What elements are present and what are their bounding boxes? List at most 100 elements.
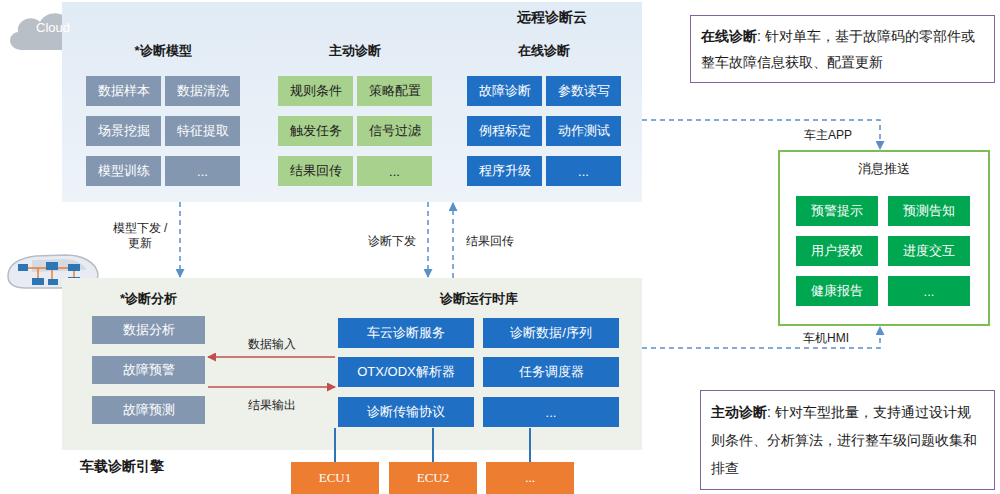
edge-label: 诊断下发	[362, 233, 422, 250]
module-group: *诊断分析数据分析故障预警故障预测	[92, 288, 205, 428]
edge-label-text: 车主APP	[804, 128, 852, 142]
box-label: ...	[389, 164, 400, 179]
module-group: 在线诊断故障诊断 参数读写例程标定 动作测试程序升级...	[467, 40, 621, 188]
ecu-box: ...	[486, 462, 574, 494]
engine-panel: 车载诊断引擎*诊断分析数据分析故障预警故障预测诊断运行时库车云诊断服务诊断数据/…	[62, 278, 642, 450]
function-box: 数据样本	[86, 76, 161, 106]
connector	[529, 428, 531, 462]
edge-label: 结果回传	[460, 233, 520, 250]
box-label: ...	[546, 405, 557, 420]
box-label: OTX/ODX解析器	[357, 363, 455, 381]
box-label: ...	[197, 164, 208, 179]
function-box: 数据分析	[92, 316, 205, 344]
function-box: 规则条件	[278, 76, 353, 106]
function-box: ...	[357, 156, 432, 186]
box-label: 程序升级	[479, 162, 531, 180]
function-box: 程序升级	[467, 156, 542, 186]
function-box: 故障预测	[92, 396, 205, 424]
function-box: 任务调度器	[483, 357, 619, 387]
function-box: 信号过滤	[357, 116, 432, 146]
edge-label-text: 数据输入	[248, 337, 296, 351]
box-label: ECU1	[319, 470, 352, 486]
box-label: 触发任务	[290, 122, 342, 140]
box-label: 诊断数据/序列	[510, 324, 592, 342]
edge-label: 结果输出	[240, 397, 304, 414]
connector	[452, 203, 454, 278]
module-group: 诊断运行时库车云诊断服务 诊断数据/序列 OTX/ODX解析器 任务调度器诊断传输协议…	[338, 288, 619, 428]
box-label: 信号过滤	[369, 122, 421, 140]
edge-label-text: 诊断下发	[368, 234, 416, 248]
box-label: 规则条件	[290, 82, 342, 100]
function-box: 策略配置	[357, 76, 432, 106]
edge-label-text: 车机HMI	[803, 331, 849, 345]
box-label: ...	[578, 164, 589, 179]
note-keyword: 主动诊断	[711, 404, 767, 420]
message-box: 消息推送预警提示预测告知用户授权进度交互健康报告...	[778, 150, 990, 326]
callout-note: 主动诊断: 针对车型批量，支持通过设计规则条件、分析算法，进行整车级问题收集和排…	[700, 390, 995, 490]
edge-label-text: 结果回传	[466, 234, 514, 248]
function-box: 触发任务	[278, 116, 353, 146]
box-label: 结果回传	[290, 162, 342, 180]
box-label: ...	[525, 470, 535, 486]
function-box: 结果回传	[278, 156, 353, 186]
module-group: 主动诊断规则条件 策略配置触发任务 信号过滤结果回传...	[278, 40, 432, 188]
ecu-box: ECU1	[291, 462, 379, 494]
ecu-box: ECU2	[389, 462, 477, 494]
box-label: 故障预警	[123, 361, 175, 379]
box-label: 动作测试	[558, 122, 610, 140]
function-box: 诊断传输协议	[338, 397, 474, 427]
box-label: 参数读写	[558, 82, 610, 100]
box-label: 用户授权	[811, 242, 863, 260]
box-label: 健康报告	[811, 282, 863, 300]
function-box: 健康报告	[796, 276, 878, 306]
connector	[427, 202, 429, 277]
box-label: 故障诊断	[479, 82, 531, 100]
function-box: 用户授权	[796, 236, 878, 266]
function-box: 故障预警	[92, 356, 205, 384]
module-group: *诊断模型数据样本数据清洗场景挖掘 特征提取模型训练...	[86, 40, 240, 188]
connector	[642, 327, 880, 348]
function-box: OTX/ODX解析器	[338, 357, 474, 387]
connector	[334, 428, 336, 462]
group-heading: *诊断模型	[86, 42, 240, 60]
box-label: 车云诊断服务	[367, 324, 445, 342]
connector	[642, 120, 880, 149]
box-label: 进度交互	[903, 242, 955, 260]
function-box: 例程标定	[467, 116, 542, 146]
edge-label-text: 模型下发 /更新	[113, 221, 168, 250]
function-box: 故障诊断	[467, 76, 542, 106]
function-box: 诊断数据/序列	[483, 318, 619, 348]
box-label: 策略配置	[369, 82, 421, 100]
icon-label: Cloud	[36, 20, 70, 35]
function-box: 数据清洗	[165, 76, 240, 106]
function-box: ...	[483, 397, 619, 427]
connector	[208, 386, 335, 388]
group-heading: 诊断运行时库	[338, 290, 619, 308]
function-box: 特征提取	[165, 116, 240, 146]
box-label: 任务调度器	[519, 363, 584, 381]
group-heading: 主动诊断	[278, 42, 432, 60]
box-label: 预测告知	[903, 202, 955, 220]
box-label: 场景挖掘	[98, 122, 150, 140]
edge-label-text: 结果输出	[248, 398, 296, 412]
edge-label: 车机HMI	[794, 330, 858, 347]
note-keyword: 在线诊断	[701, 28, 757, 44]
function-box: 参数读写	[546, 76, 621, 106]
function-box: 模型训练	[86, 156, 161, 186]
function-box: ...	[165, 156, 240, 186]
function-box: 动作测试	[546, 116, 621, 146]
connector	[208, 356, 335, 358]
box-label: ...	[924, 284, 935, 299]
box-label: 数据清洗	[177, 82, 229, 100]
group-heading: 在线诊断	[467, 42, 621, 60]
box-label: 故障预测	[123, 401, 175, 419]
function-box: 场景挖掘	[86, 116, 161, 146]
connector	[179, 202, 181, 277]
box-label: 例程标定	[479, 122, 531, 140]
function-box: 进度交互	[888, 236, 970, 266]
callout-note: 在线诊断: 针对单车，基于故障码的零部件或整车故障信息获取、配置更新	[690, 15, 995, 83]
panel-title: 车载诊断引擎	[80, 458, 164, 476]
function-box: 预测告知	[888, 196, 970, 226]
box-label: 特征提取	[177, 122, 229, 140]
function-box: ...	[546, 156, 621, 186]
